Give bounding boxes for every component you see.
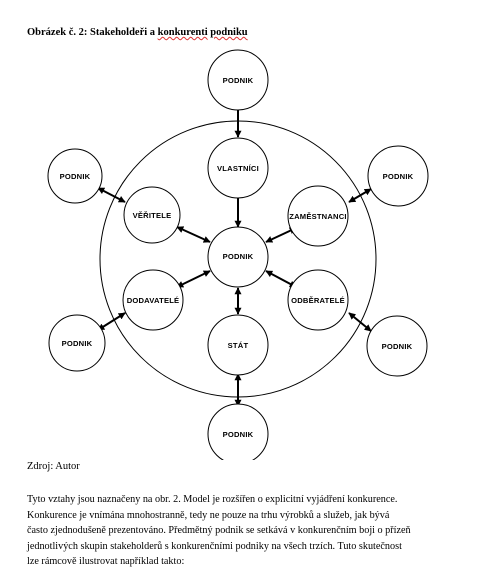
body-line: Tyto vztahy jsou naznačeny na obr. 2. Mo… — [27, 494, 398, 505]
owners-node-label: VLASTNÍCI — [217, 164, 259, 173]
employees-node-label: ZAMĚSTNANCI — [289, 212, 346, 221]
source-note: Zdroj: Autor — [27, 461, 80, 472]
owners-node-circle — [207, 137, 269, 199]
connector-arrows — [97, 100, 372, 407]
customers-node-circle — [287, 269, 349, 331]
competitor-bottom-circle — [207, 403, 269, 460]
suppliers-node-circle — [122, 269, 184, 331]
customers-node-label: ODBĚRATELÉ — [291, 296, 345, 305]
caption-spellcheck-word-2: podniku — [210, 27, 248, 38]
arrow-suppliers-bottomleft — [97, 312, 126, 331]
center-node-label: PODNIK — [223, 252, 254, 261]
creditors-node-label: VĚŘITELE — [133, 211, 172, 220]
state-node-circle — [207, 314, 269, 376]
arrow-customers-bottomright — [348, 312, 372, 332]
caption-spellcheck-word-1: konkurenti — [157, 27, 208, 38]
competitor-bottom-right-label: PODNIK — [382, 342, 413, 351]
competitor-top-label: PODNIK — [223, 76, 254, 85]
competitor-bottom-left-label: PODNIK — [62, 339, 93, 348]
state-node-label: STÁT — [228, 341, 249, 350]
arrow-center-customers — [265, 270, 297, 288]
arrow-creditors-topleft — [97, 187, 126, 203]
competitor-bottom-right-circle — [366, 315, 428, 377]
body-line: Konkurence je vnímána mnohostranně, tedy… — [27, 509, 390, 521]
suppliers-node-label: DODAVATELÉ — [127, 296, 180, 305]
arrow-center-suppliers — [176, 270, 211, 288]
competitor-top-left-label: PODNIK — [60, 172, 91, 181]
competitor-bottom-left-circle — [48, 314, 106, 372]
arrow-employees-topright — [348, 188, 372, 203]
node-circles — [47, 49, 429, 460]
creditors-node-circle — [123, 186, 181, 244]
arrow-center-creditors — [176, 226, 211, 243]
center-node-circle — [207, 226, 269, 288]
body-line: lze rámcově ilustrovat například takto: — [27, 556, 185, 568]
competitor-top-right-label: PODNIK — [383, 172, 414, 181]
competitor-top-left-circle — [47, 148, 103, 204]
caption-text: Obrázek č. 2: Stakeholdeři a — [27, 27, 158, 38]
employees-node-circle — [287, 185, 349, 247]
stakeholder-diagram: PODNIK VLASTNÍCI VĚŘITELE ZAMĚSTNANCI DO… — [47, 49, 429, 460]
competitor-top-circle — [207, 49, 269, 111]
figure-caption: Obrázek č. 2: Stakeholdeři a konkurenti … — [27, 27, 248, 38]
arrow-center-employees — [265, 227, 297, 243]
body-paragraph: Tyto vztahy jsou naznačeny na obr. 2. Mo… — [27, 492, 457, 570]
competitor-bottom-label: PODNIK — [223, 430, 254, 439]
competitor-top-right-circle — [367, 145, 429, 207]
body-line: často zjednodušeně prezentováno. Předmět… — [27, 525, 411, 537]
body-line: jednotlivých skupin stakeholderů s konku… — [27, 540, 402, 552]
